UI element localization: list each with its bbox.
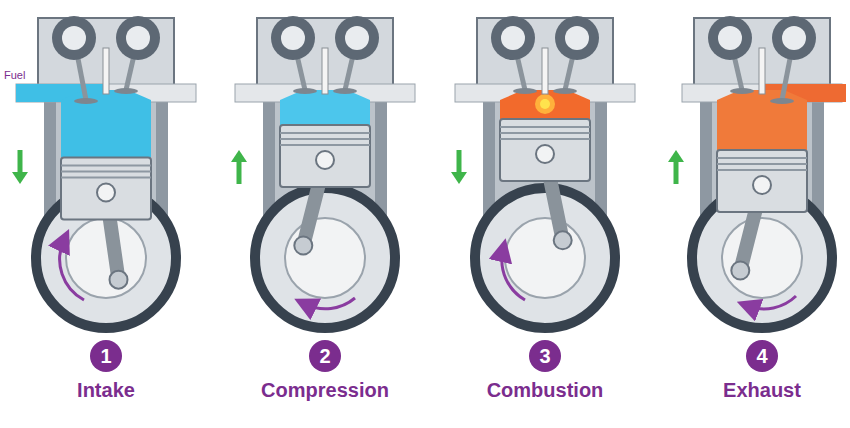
port-label: Fuel — [4, 68, 25, 82]
stroke-label: Combustion — [487, 378, 604, 402]
stroke-label: Exhaust — [723, 378, 801, 402]
step-number: 3 — [529, 340, 561, 372]
engine-exhaust — [668, 16, 846, 328]
stroke-step: 2Compression — [245, 340, 405, 402]
step-number: 2 — [309, 340, 341, 372]
stroke-step: 3Combustion — [465, 340, 625, 402]
stroke-step: 4Exhaust — [682, 340, 842, 402]
engine-combustion — [451, 16, 635, 328]
stroke-label: Intake — [77, 378, 135, 402]
step-number: 1 — [90, 340, 122, 372]
engine-compression — [231, 16, 415, 328]
stroke-step: 1Intake — [26, 340, 186, 402]
step-number: 4 — [746, 340, 778, 372]
stroke-label: Compression — [261, 378, 389, 402]
engine-intake — [12, 16, 196, 328]
